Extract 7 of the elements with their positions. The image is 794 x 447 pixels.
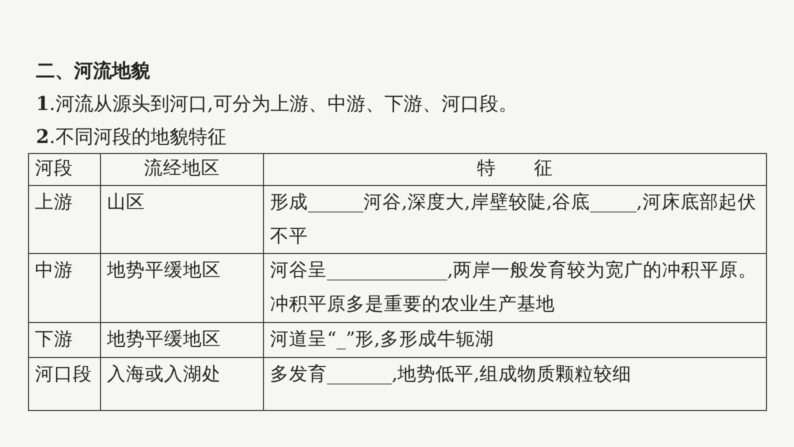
paragraph: 1.河流从源头到河口,可分为上游、中游、下游、河口段。 [36, 92, 518, 117]
header-cell: 河段 [28, 153, 102, 186]
header-cell: 特 征 [263, 153, 768, 186]
heading: 二、河流地貌 [36, 59, 150, 84]
paragraph: 2.不同河段的地貌特征 [36, 125, 226, 150]
table-cell: 河口段 [28, 357, 102, 412]
table-cell: 多发育_______,地势低平,组成物质颗粒较细 [263, 357, 768, 412]
